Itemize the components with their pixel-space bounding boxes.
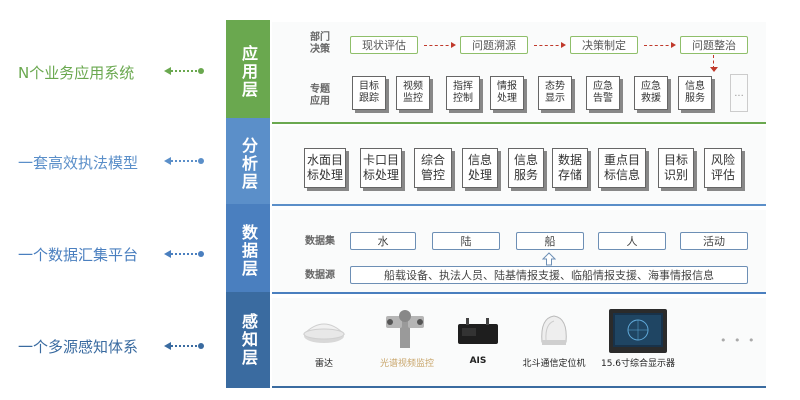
caption-apps: N个业务应用系统 bbox=[18, 64, 135, 82]
flow-arrow-icon bbox=[424, 42, 456, 48]
data-source-label: 数据源 bbox=[305, 270, 335, 281]
down-arrowhead-icon bbox=[710, 67, 718, 72]
topic-app-label: 专题 应用 bbox=[310, 84, 330, 107]
data-sources: 船载设备、执法人员、陆基情报支援、临船情报支援、海事情报信息 bbox=[350, 266, 748, 284]
device-label: 雷达 bbox=[314, 359, 333, 369]
connector-line bbox=[168, 70, 201, 72]
analysis-panel: 水面目 标处理 卡口目 标处理 综合 管控 信息 处理 信息 服务 数据 存储 … bbox=[272, 126, 766, 206]
arrow-left-icon bbox=[164, 67, 171, 75]
app-module: 态势 显示 bbox=[538, 76, 572, 110]
app-module: 应急 告警 bbox=[586, 76, 620, 110]
layer-analysis: 分析层 bbox=[226, 118, 270, 210]
layer-data: 数据层 bbox=[226, 204, 270, 298]
data-set: 活动 bbox=[680, 232, 748, 250]
flow-step: 决策制定 bbox=[570, 36, 638, 54]
ais-device-icon bbox=[458, 318, 498, 344]
application-panel: 部门 决策 专题 应用 现状评估 问题溯源 决策制定 问题整治 目标 跟踪 视频… bbox=[272, 22, 766, 124]
caption-sensing: 一个多源感知体系 bbox=[18, 338, 139, 356]
analysis-model: 数据 存储 bbox=[552, 148, 588, 188]
flow-step: 问题溯源 bbox=[460, 36, 528, 54]
analysis-model: 目标 识别 bbox=[658, 148, 694, 188]
device-label: AIS bbox=[469, 356, 487, 366]
app-module: 目标 跟踪 bbox=[352, 76, 386, 110]
connector-line bbox=[168, 253, 201, 255]
data-set: 船 bbox=[516, 232, 584, 250]
device-label: 光谱视频监控 bbox=[379, 359, 434, 369]
analysis-model: 风险 评估 bbox=[704, 148, 742, 188]
connector-line bbox=[168, 345, 201, 347]
device-label: 北斗通信定位机 bbox=[522, 359, 586, 369]
connector-dot bbox=[198, 251, 204, 257]
analysis-model: 水面目 标处理 bbox=[304, 148, 346, 188]
arrow-left-icon bbox=[164, 250, 171, 258]
analysis-model: 信息 处理 bbox=[462, 148, 498, 188]
layer-sensing: 感知层 bbox=[226, 292, 270, 388]
flow-arrow-icon bbox=[534, 42, 566, 48]
caption-platform: 一个数据汇集平台 bbox=[18, 246, 139, 264]
flow-step: 问题整治 bbox=[680, 36, 748, 54]
analysis-model: 重点目 标信息 bbox=[598, 148, 646, 188]
data-set-label: 数据集 bbox=[305, 236, 335, 247]
layer-application: 应用层 bbox=[226, 20, 270, 124]
connector-line bbox=[168, 160, 201, 162]
data-set: 人 bbox=[598, 232, 666, 250]
data-set: 陆 bbox=[432, 232, 500, 250]
app-module: 应急 救援 bbox=[634, 76, 668, 110]
device-label: 15.6寸综合显示器 bbox=[600, 359, 676, 369]
connector-dot bbox=[198, 343, 204, 349]
app-module: 信息 服务 bbox=[678, 76, 712, 110]
dept-decision-label: 部门 决策 bbox=[310, 32, 330, 55]
camera-turret-icon bbox=[386, 310, 424, 348]
analysis-model: 卡口目 标处理 bbox=[360, 148, 402, 188]
caption-models: 一套高效执法模型 bbox=[18, 154, 139, 172]
radar-icon bbox=[302, 323, 346, 343]
connector-dot bbox=[198, 158, 204, 164]
more-devices: • • • bbox=[720, 334, 757, 347]
arrow-left-icon bbox=[164, 157, 171, 165]
data-set: 水 bbox=[350, 232, 416, 250]
app-module: 情报 处理 bbox=[490, 76, 524, 110]
flow-arrow-icon bbox=[644, 42, 676, 48]
data-panel: 数据集 数据源 水 陆 船 人 活动 船载设备、执法人员、陆基情报支援、临船情报… bbox=[272, 210, 766, 294]
arrow-left-icon bbox=[164, 342, 171, 350]
display-monitor-icon bbox=[609, 309, 667, 353]
app-module: 视频 监控 bbox=[396, 76, 430, 110]
more-apps: ... bbox=[730, 74, 748, 112]
analysis-model: 综合 管控 bbox=[414, 148, 452, 188]
down-arrow-icon bbox=[713, 55, 714, 69]
sensing-panel: 雷达 光谱视频监控 AIS 北斗通信定位机 15.6寸综合显示器 • • • bbox=[272, 298, 766, 388]
analysis-model: 信息 服务 bbox=[508, 148, 544, 188]
app-module: 指挥 控制 bbox=[446, 76, 480, 110]
flow-step: 现状评估 bbox=[350, 36, 418, 54]
up-arrow-icon bbox=[542, 252, 556, 266]
beidou-terminal-icon bbox=[541, 315, 567, 345]
connector-dot bbox=[198, 68, 204, 74]
